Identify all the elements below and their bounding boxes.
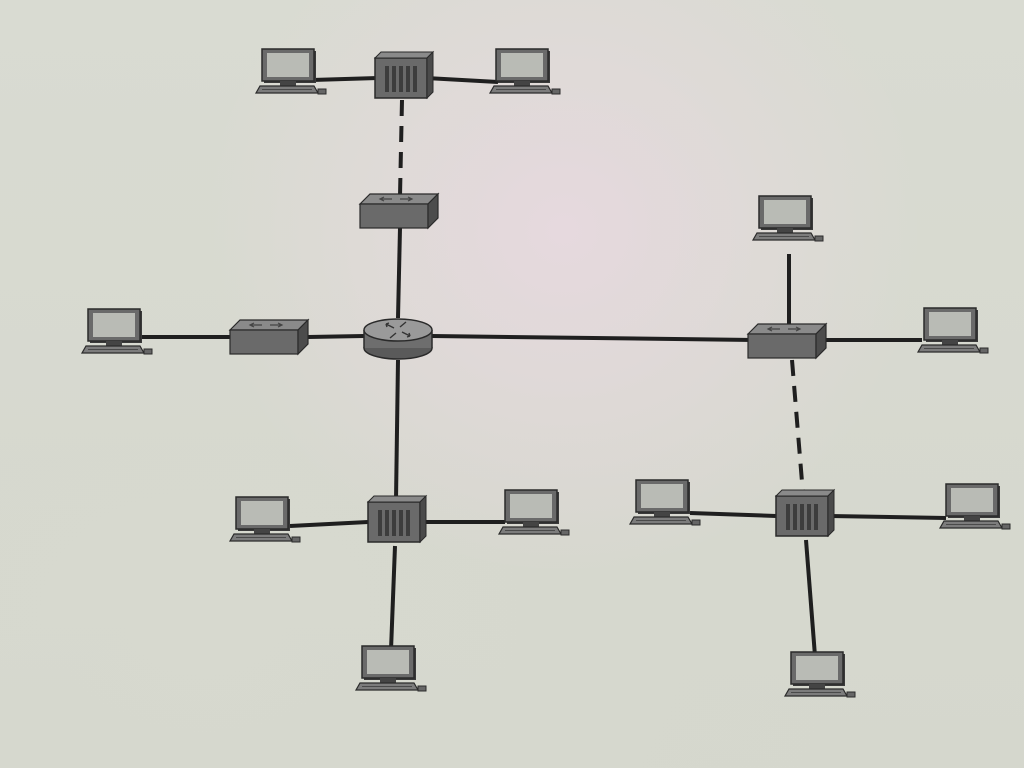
hub-icon [374, 51, 434, 99]
computer-icon [784, 651, 856, 698]
link-switch-right-hub-bottom-right [790, 359, 805, 495]
link-pc-br-left-hub-bottom-right [689, 511, 777, 518]
computer-icon [229, 496, 301, 543]
link-router-switch-right [431, 334, 755, 342]
link-hub-bottom-right-pc-br-right [829, 514, 947, 520]
switch-icon [747, 323, 827, 359]
computer-icon [752, 195, 824, 242]
computer-icon [355, 645, 427, 692]
link-hub-bottom-right-pc-br-bottom [804, 539, 817, 657]
router-icon [363, 318, 433, 360]
link-pc-top-left-hub-top [311, 76, 379, 82]
links [142, 76, 947, 657]
computer-icon [917, 307, 989, 354]
computer-icon [629, 479, 701, 526]
hub-icon [775, 489, 835, 537]
devices [81, 48, 1011, 698]
computer-icon [939, 483, 1011, 530]
hub-icon [367, 495, 427, 543]
computer-icon [255, 48, 327, 95]
link-hub-top-pc-top-right [425, 76, 499, 84]
link-hub-top-switch-upper [398, 99, 404, 197]
link-switch-upper-router [396, 227, 402, 319]
computer-icon [489, 48, 561, 95]
switch-icon [229, 319, 309, 355]
computer-icon [81, 308, 153, 355]
computer-icon [498, 489, 570, 536]
link-router-hub-bottom-left [394, 359, 400, 501]
link-hub-bottom-left-pc-bl-bottom [389, 545, 397, 651]
link-pc-bl-left-hub-bottom-left [289, 520, 369, 528]
switch-icon [359, 193, 439, 229]
link-switch-left-router [307, 334, 365, 339]
